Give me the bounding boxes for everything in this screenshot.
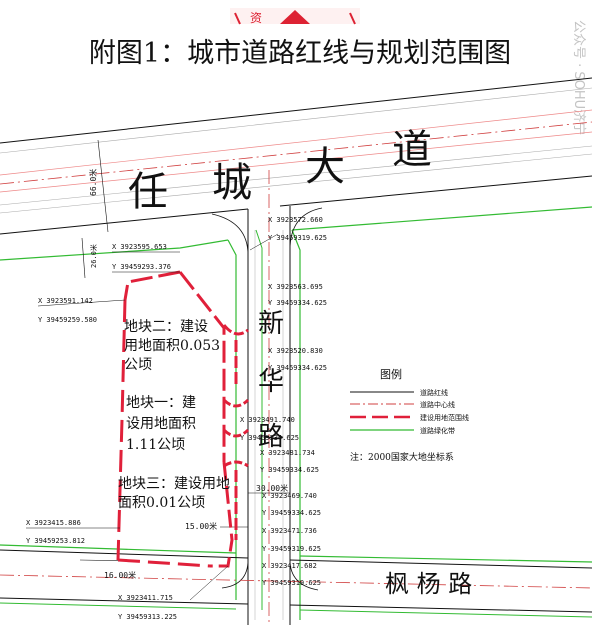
- parcel-two-line-2: 公顷: [124, 357, 152, 373]
- coord-x-5: X 3923491.740: [240, 416, 295, 424]
- coord-y-4: Y 39459334.625: [268, 364, 327, 372]
- parcel-two: 地块二：建设 用地面积0.053 公顷: [124, 319, 220, 373]
- coord-x-7: X 3923469.740: [262, 492, 317, 500]
- width-rencheng: 66.0米: [88, 169, 98, 196]
- coord-y-7: Y 39459334.625: [262, 509, 321, 517]
- xinhua-char-1: 华: [258, 367, 284, 397]
- xinhua-road: 新 华 路 30.00米 15.00米: [185, 170, 323, 625]
- coord-x-11: X 3923411.715: [118, 594, 173, 602]
- parcel-boundaries: [116, 270, 250, 568]
- rencheng-road: 66.0米 26.0米 任 城 大 道: [0, 77, 592, 279]
- coord-x-1: X 3923595.653: [112, 243, 167, 251]
- coord-x-9: X 3923417.682: [262, 562, 317, 570]
- width-side: 26.0米: [89, 244, 98, 268]
- width-fengyang: 16.00米: [104, 570, 136, 580]
- coord-y-9: Y 39459319.625: [262, 579, 321, 587]
- parcel-three-line-0: 地块三：建设用地: [118, 476, 230, 492]
- coord-y-8: Y 39459319.625: [262, 545, 321, 553]
- parcel-one-line-0: 地块一：建: [126, 395, 196, 411]
- rencheng-char-2: 大: [305, 144, 345, 190]
- legend-label-0: 道路红线: [420, 388, 448, 397]
- coord-y-10: Y 39459253.812: [26, 537, 85, 545]
- parcel-three-line-1: 面积0.01公顷: [118, 495, 205, 511]
- rencheng-char-0: 任: [128, 169, 168, 215]
- watermark: 公众号 · SOHU济宁: [571, 20, 587, 135]
- coord-x-3: X 3923563.695: [268, 283, 323, 291]
- parcel-one: 地块一：建 设用地面积 1.11公顷: [126, 395, 196, 453]
- coord-y-0: Y 39459319.625: [268, 234, 327, 242]
- coord-x-8: X 3923471.736: [262, 527, 317, 535]
- seal-stamp: 资: [230, 8, 360, 25]
- coord-x-4: X 3923520.830: [268, 347, 323, 355]
- coord-y-6: Y 39459334.625: [260, 466, 319, 474]
- legend-label-1: 道路中心线: [420, 400, 455, 409]
- legend-label-3: 道路绿化带: [420, 426, 455, 435]
- legend-note: 注：2000国家大地坐标系: [350, 451, 454, 463]
- coord-y-11: Y 39459313.225: [118, 613, 177, 621]
- rencheng-char-1: 城: [212, 160, 252, 206]
- parcel-two-line-1: 用地面积0.053: [124, 338, 220, 354]
- coord-x-0: X 3923572.660: [268, 216, 323, 224]
- coord-y-2: Y 39459259.580: [38, 316, 97, 324]
- legend: 图例 道路红线 道路中心线 建设用地范围线 道路绿化带 注：2000国家大地坐标…: [350, 367, 469, 463]
- fengyang-label: 枫 杨 路: [385, 570, 472, 598]
- map-title: 附图1：城市道路红线与规划范围图: [89, 38, 511, 69]
- rencheng-char-3: 道: [392, 127, 432, 173]
- parcel-one-line-2: 1.11公顷: [126, 437, 185, 453]
- stamp-char: 资: [250, 11, 262, 25]
- width-mid: 15.00米: [185, 521, 217, 531]
- legend-title: 图例: [380, 367, 402, 381]
- parcel-three: 地块三：建设用地 面积0.01公顷: [118, 476, 230, 511]
- coord-x-10: X 3923415.886: [26, 519, 81, 527]
- width-xinhua: 30.00米: [256, 483, 288, 493]
- coord-y-5: Y 39459334.625: [240, 434, 299, 442]
- coord-y-3: Y 39459334.625: [268, 299, 327, 307]
- coord-x-6: X 3923481.734: [260, 449, 315, 457]
- parcel-two-line-0: 地块二：建设: [124, 319, 208, 335]
- fengyang-road: 16.00米 枫 杨 路: [0, 544, 592, 618]
- coord-y-1: Y 39459293.376: [112, 263, 171, 271]
- xinhua-char-0: 新: [258, 309, 284, 339]
- coord-x-2: X 3923591.142: [38, 297, 93, 305]
- coordinate-labels: X 3923572.660 Y 39459319.625 X 3923595.6…: [26, 216, 327, 621]
- parcel-one-line-1: 设用地面积: [126, 416, 196, 432]
- legend-label-2: 建设用地范围线: [420, 413, 469, 422]
- xinhua-char-2: 路: [258, 422, 284, 452]
